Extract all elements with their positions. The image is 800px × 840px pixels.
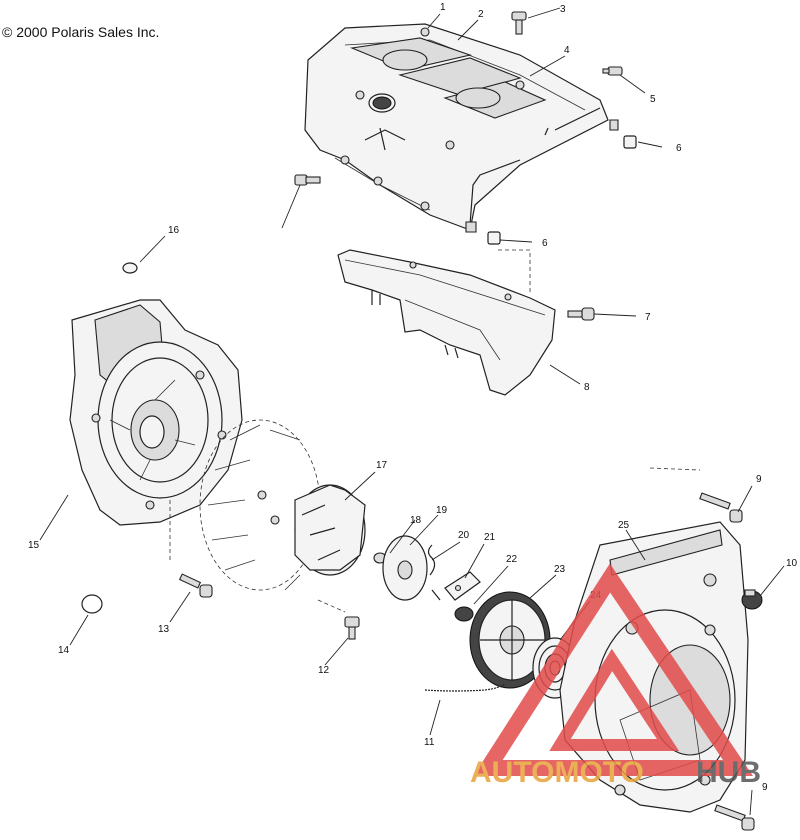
- pulley-plate-part-19: [382, 535, 428, 601]
- lower-shroud: [337, 249, 556, 396]
- callout-20: 20: [458, 530, 470, 541]
- callout-21: 21: [484, 532, 496, 543]
- callout-16: 16: [168, 225, 180, 236]
- callout-labels: 1 2 3 4 5 6 6 7 8 9 10 11 12 13 14 15 16…: [28, 2, 798, 793]
- copyright-notice: © 2000 Polaris Sales Inc.: [2, 24, 160, 40]
- starter-rope-part-11: [424, 683, 506, 692]
- callout-13: 13: [158, 624, 170, 635]
- callout-23: 23: [554, 564, 566, 575]
- callout-15: 15: [28, 540, 40, 551]
- callout-7: 7: [645, 312, 651, 323]
- callout-18: 18: [410, 515, 422, 526]
- clip-part-22: [454, 606, 474, 622]
- callout-4: 4: [564, 45, 570, 56]
- callout-5: 5: [650, 94, 656, 105]
- callout-14: 14: [58, 645, 70, 656]
- callout-17: 17: [376, 460, 388, 471]
- fan-housing-left: [69, 299, 243, 526]
- bolt-part-12: [344, 616, 360, 640]
- callout-10: 10: [786, 558, 798, 569]
- watermark-text-automoto: AUTOMOTO: [470, 756, 644, 789]
- plug-part-16: [122, 262, 138, 274]
- callout-6-lower: 6: [542, 238, 548, 249]
- callout-25: 25: [618, 520, 630, 531]
- callout-1: 1: [440, 2, 446, 13]
- callout-2: 2: [478, 9, 484, 20]
- callout-9-lower: 9: [762, 782, 768, 793]
- watermark-logo: AUTOMOTO HUB: [470, 563, 761, 789]
- screw-part-5: [602, 66, 623, 76]
- bolt-cover-left: [294, 174, 321, 186]
- clip-part-6-upper: [623, 135, 637, 149]
- fan-rotor: [199, 419, 366, 591]
- bolt-part-9-lower: [714, 804, 755, 831]
- bolt-part-13: [178, 573, 213, 598]
- callout-19: 19: [436, 505, 448, 516]
- clip-part-6-lower: [487, 231, 501, 245]
- callout-22: 22: [506, 554, 518, 565]
- bolt-part-9-upper: [699, 492, 743, 523]
- o-ring-part-14: [81, 594, 103, 614]
- bolt-part-7: [567, 307, 595, 321]
- callout-6-upper: 6: [676, 143, 682, 154]
- plug-part-10: [741, 589, 763, 610]
- assembly-lines: [169, 249, 701, 613]
- callout-12: 12: [318, 665, 330, 676]
- callout-11: 11: [424, 737, 435, 748]
- callout-8: 8: [584, 382, 590, 393]
- pawl-part-21: [444, 571, 481, 601]
- rope-pulley-part-23: [469, 591, 551, 689]
- spring-part-20: [427, 544, 441, 601]
- watermark-text-hub: HUB: [696, 756, 761, 789]
- bolt-part-3: [511, 11, 527, 35]
- fan-housing-cover: [304, 23, 619, 233]
- callout-3: 3: [560, 4, 566, 15]
- callout-9-upper: 9: [756, 474, 762, 485]
